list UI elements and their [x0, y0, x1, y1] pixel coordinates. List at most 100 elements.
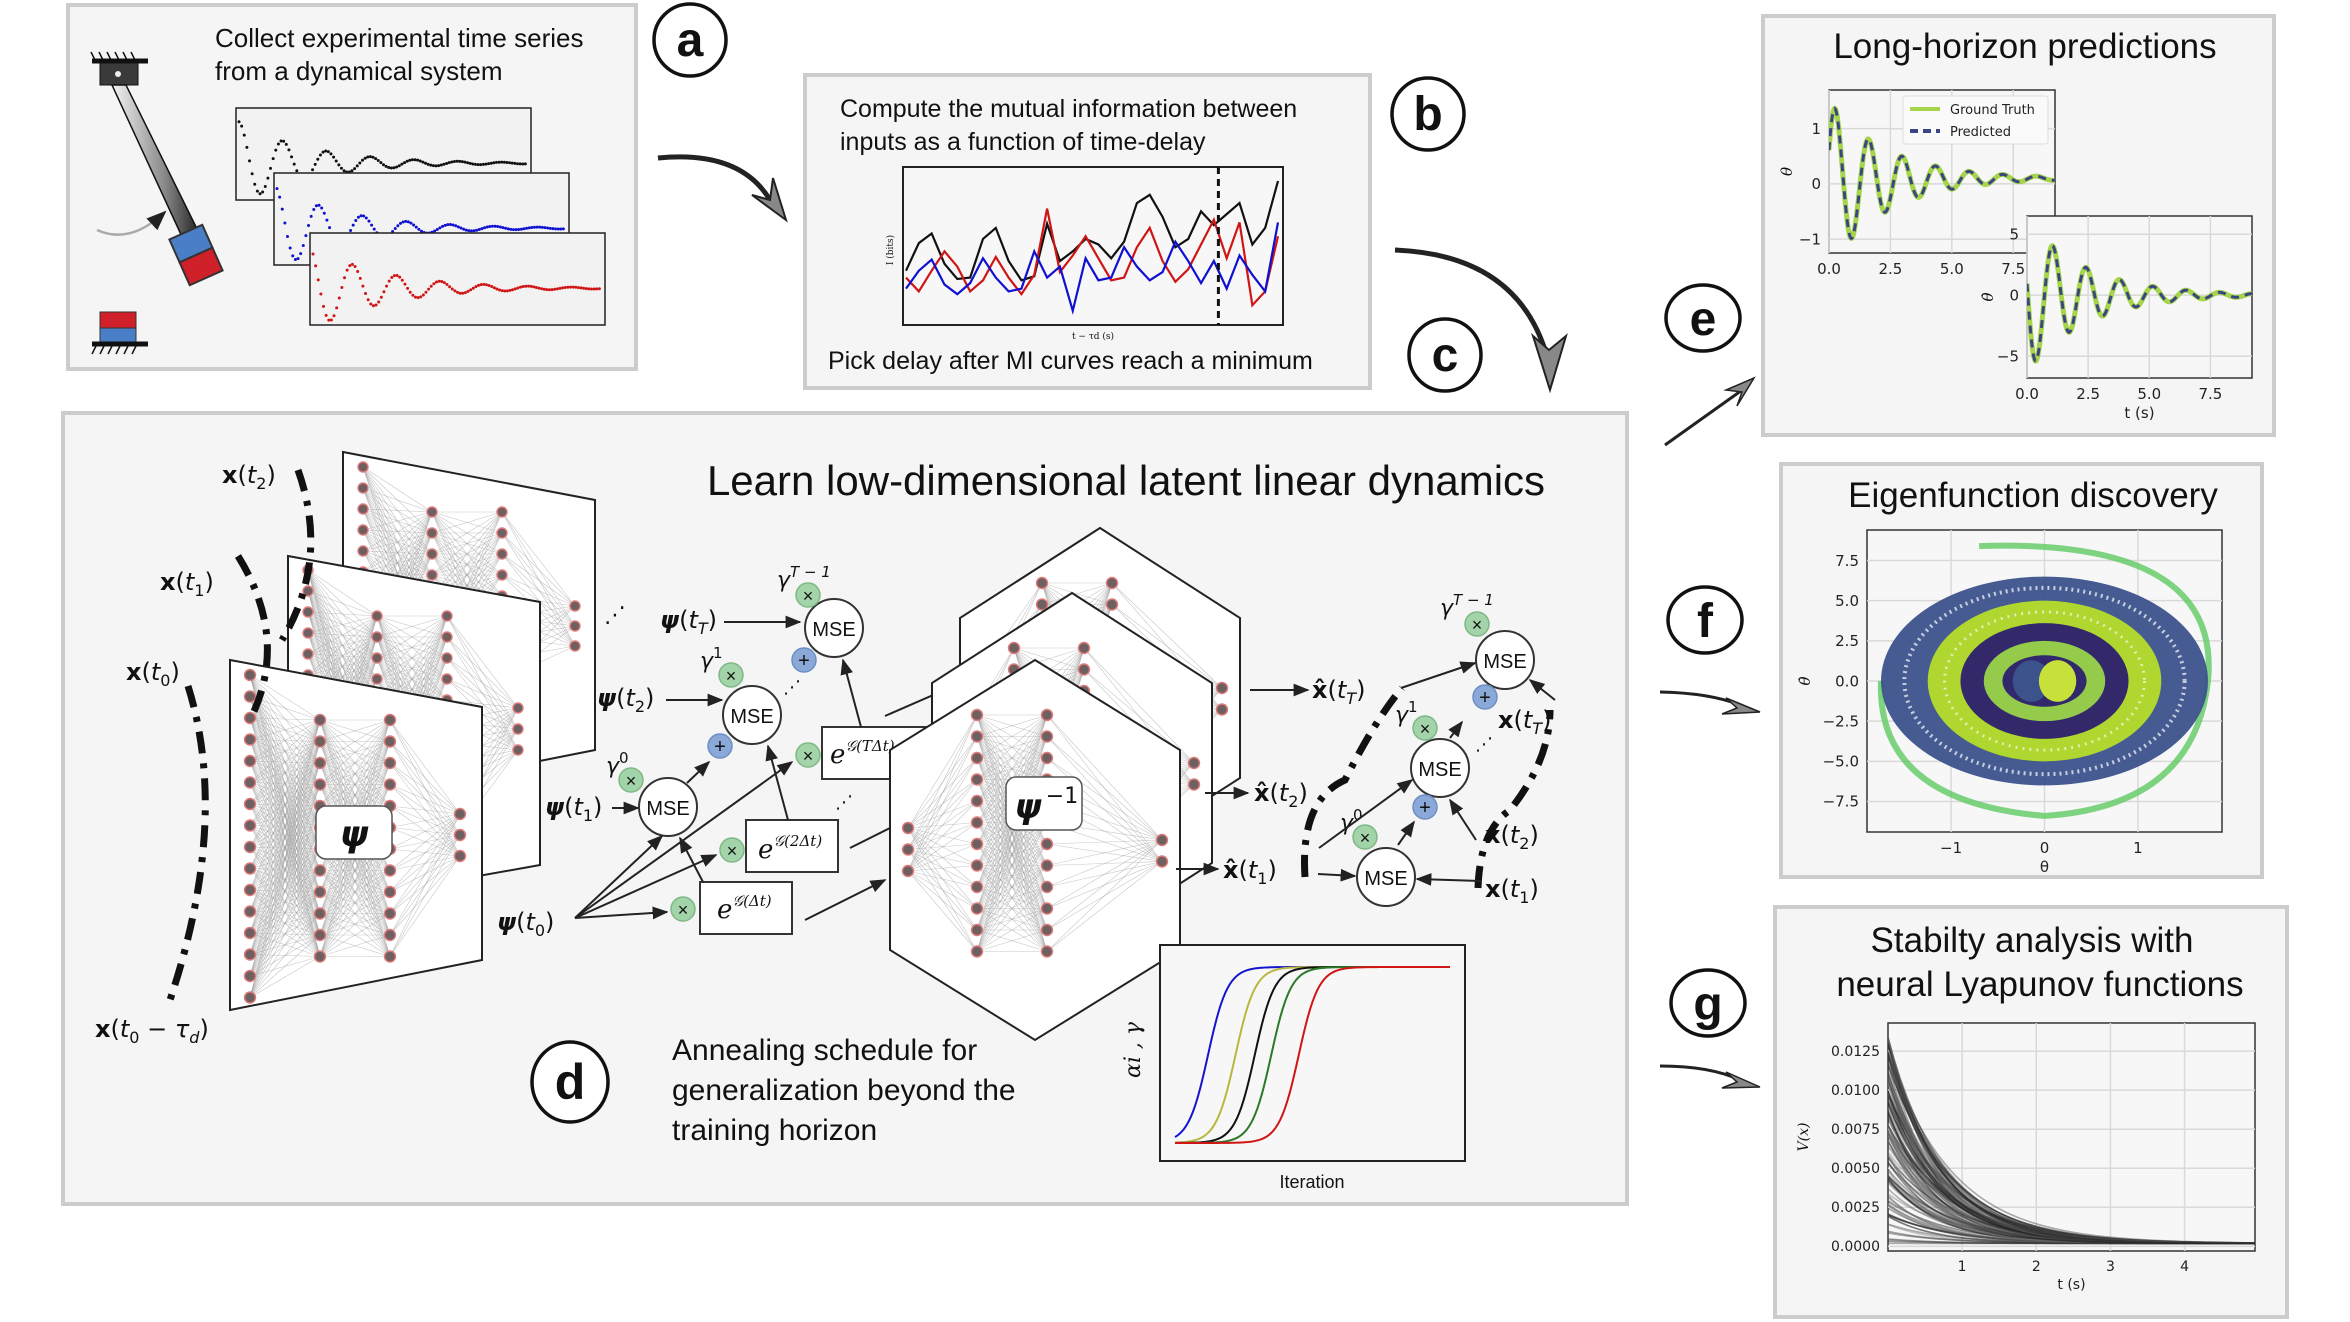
- time-series-point: [414, 225, 418, 229]
- svg-text:+: +: [714, 736, 726, 758]
- time-series-point: [271, 157, 275, 161]
- network-edge: [1046, 839, 1163, 845]
- neuron: [383, 885, 397, 899]
- time-series-point: [489, 161, 493, 165]
- lyapunov-trajectory: [1888, 1134, 2255, 1245]
- time-series-point: [412, 223, 416, 227]
- lyapunov-trajectory: [1888, 1223, 2255, 1245]
- time-series-point: [538, 225, 542, 229]
- network-edge: [249, 891, 321, 998]
- neuron: [1040, 945, 1054, 958]
- lyapunov-trajectory: [1888, 1177, 2255, 1245]
- time-series-point: [463, 160, 467, 164]
- time-series-point: [518, 162, 522, 166]
- time-series-point: [434, 164, 438, 168]
- network-edge: [446, 678, 519, 709]
- time-series-point: [439, 163, 443, 167]
- predicted-line: [2027, 244, 2252, 363]
- neuron: [569, 640, 581, 652]
- mse-node-T: [804, 598, 864, 658]
- input-window-bracket: [166, 684, 209, 1002]
- lyapunov-trajectory: [1888, 1200, 2255, 1245]
- lyapunov-trajectory: [1888, 1125, 2255, 1245]
- x-tick-label: 0.0: [1817, 260, 1841, 278]
- time-series-point: [571, 285, 575, 289]
- lyapunov-trajectory: [1888, 1157, 2255, 1244]
- time-series-point: [524, 284, 528, 288]
- time-series-point: [316, 157, 320, 161]
- network-edge: [389, 741, 461, 815]
- time-series-point: [355, 164, 359, 168]
- time-series-point: [576, 286, 580, 290]
- time-series-point: [368, 155, 372, 159]
- time-series-point: [358, 161, 362, 165]
- time-series-point: [545, 288, 549, 292]
- neuron: [512, 744, 524, 756]
- time-series-point: [379, 161, 383, 165]
- annealing-plot-area: [1159, 944, 1466, 1162]
- lyapunov-trajectory: [1888, 1162, 2255, 1244]
- time-series-point: [261, 190, 265, 194]
- time-series-point: [511, 288, 515, 292]
- time-series-point: [382, 163, 385, 167]
- multiply-icon: [1464, 611, 1490, 637]
- lyapunov-trajectory: [1888, 1113, 2255, 1245]
- annealing-caption-line1: Annealing schedule for: [672, 1034, 977, 1067]
- neuron: [970, 902, 984, 915]
- neuron: [426, 569, 438, 581]
- lyapunov-trajectory: [1888, 1139, 2255, 1245]
- time-series-point: [340, 285, 344, 289]
- time-series-point: [450, 160, 454, 164]
- svg-text:×: ×: [1360, 828, 1371, 848]
- arrow-d-to-f: [1659, 690, 1761, 715]
- network-edge: [249, 719, 321, 869]
- time-series-point: [314, 264, 318, 268]
- mse-node-recon-1: [1410, 738, 1470, 798]
- time-series-point: [419, 295, 423, 299]
- time-series-point: [493, 224, 497, 228]
- svg-text:×: ×: [678, 900, 689, 920]
- x-axis-label: t (s): [2057, 1277, 2085, 1293]
- psi-inverse-label: ψ: [1015, 787, 1043, 827]
- time-series-point: [429, 163, 433, 167]
- lyapunov-trajectory: [1888, 1082, 2255, 1245]
- time-series-point: [275, 187, 279, 191]
- time-series-point: [471, 286, 475, 290]
- network-edge: [907, 870, 978, 952]
- time-series-point: [334, 159, 338, 163]
- neuron: [496, 569, 508, 581]
- lyapunov-trajectory: [1888, 1102, 2255, 1245]
- lyapunov-trajectory: [1888, 1132, 2255, 1245]
- time-series-point: [498, 225, 502, 229]
- time-series-point: [354, 219, 358, 223]
- network-edge: [389, 762, 461, 815]
- time-series-point: [485, 225, 489, 229]
- time-series-point: [435, 228, 439, 232]
- inner-lobe-left: [2012, 660, 2051, 702]
- network-edge: [307, 615, 378, 655]
- y-tick-label: −7.5: [1823, 793, 1859, 811]
- time-series-point: [359, 214, 363, 218]
- neuron: [970, 816, 984, 829]
- time-series-point: [462, 227, 466, 231]
- time-series-point: [497, 160, 501, 164]
- time-series-point: [466, 161, 470, 165]
- network-edge: [976, 714, 1048, 823]
- recon-x-hat-t2: x̂(t2): [1254, 779, 1308, 811]
- svg-text:MSE: MSE: [1483, 651, 1526, 673]
- lyapunov-trajectory: [1888, 1077, 2255, 1245]
- network-edge: [362, 508, 433, 513]
- neuron: [426, 506, 438, 518]
- network-edge: [249, 913, 321, 998]
- time-series-point: [311, 168, 315, 172]
- time-series-point: [320, 206, 324, 210]
- lyapunov-trajectory: [1888, 1199, 2255, 1245]
- plot-area: [2026, 215, 2253, 379]
- time-series-point: [477, 283, 481, 287]
- network-edge: [249, 719, 321, 912]
- time-series-point: [515, 162, 519, 166]
- neuron: [1105, 598, 1119, 611]
- time-series-point: [403, 161, 407, 165]
- predicted-line: [1829, 106, 2055, 240]
- neuron: [243, 819, 257, 832]
